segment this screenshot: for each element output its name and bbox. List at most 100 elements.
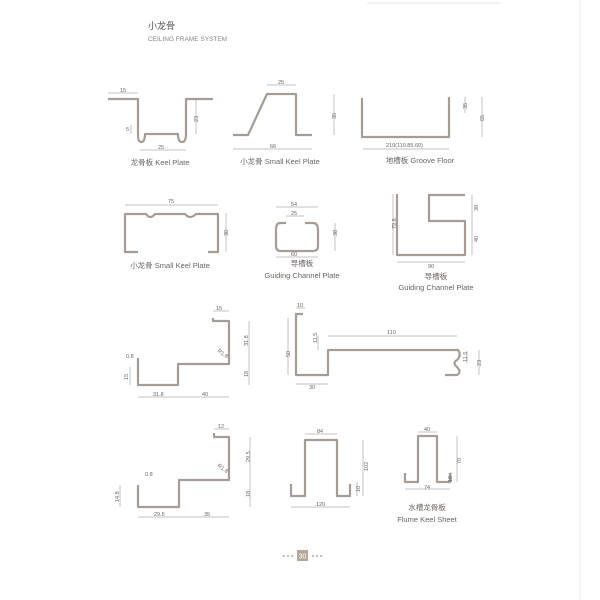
groove-floor-label: 地槽板 Groove Floor	[386, 155, 455, 165]
dimension-label: 35	[204, 512, 210, 518]
flume-keel-sheet-label-cn: 水槽龙骨板	[408, 502, 446, 512]
profile-outline	[123, 212, 220, 254]
dimension-label: 210(110.85.60)	[386, 143, 423, 149]
dimension-label: 40	[202, 392, 208, 398]
dimension-label: 25	[291, 211, 297, 217]
dimension-label: 18	[244, 371, 250, 377]
dimension-lines	[233, 84, 335, 150]
profile-outline	[233, 92, 312, 137]
small-keel-plate-a-label: 小龙骨 Small Keel Plate	[240, 156, 320, 166]
page-number-badge: 30	[283, 550, 322, 561]
dimension-label: 102	[364, 462, 370, 471]
dimension-label: 15	[124, 374, 130, 380]
dimension-label: 74	[424, 485, 430, 491]
guiding-channel-b-label-en: Guiding Channel Plate	[398, 283, 473, 292]
dimension-label: 30	[309, 385, 315, 391]
dimension-label: 29.5	[154, 512, 165, 518]
groove-floor-drawing: 35 65 210(110.85.60)	[360, 97, 486, 150]
profile-outline	[289, 438, 352, 498]
dot	[320, 555, 322, 557]
dimension-label: 40	[474, 236, 480, 242]
dots-right-icon	[312, 555, 322, 557]
dimension-label: 0.8	[126, 354, 134, 360]
dimension-label: 75	[168, 199, 174, 205]
small-keel-plate-b-label: 小龙骨 Small Keel Plate	[130, 260, 210, 270]
small-keel-plate-a-drawing: 25 35 66	[233, 80, 338, 150]
dimension-label: 40	[424, 427, 430, 433]
dimension-label: 90	[428, 264, 434, 270]
profile-outline	[136, 433, 231, 509]
guiding-channel-b-drawing: 79.6 38 40 90	[392, 193, 480, 270]
dimension-label: 10	[356, 486, 362, 492]
dimension-lines	[363, 97, 483, 150]
guiding-channel-a-label-cn: 导槽板	[291, 258, 314, 268]
dimension-label: 10	[297, 303, 303, 309]
guiding-channel-a-label-en: Guiding Channel Plate	[264, 271, 339, 280]
dimension-label: 84	[317, 429, 323, 435]
dot	[312, 555, 314, 557]
profile-outline	[274, 221, 320, 253]
dimension-label: 120	[316, 502, 325, 508]
dimension-label: 18	[246, 491, 252, 497]
guiding-channel-a-drawing: 54 25 38 60	[274, 202, 339, 258]
dimension-label: 70	[457, 458, 463, 464]
dimension-label: 25	[278, 80, 284, 86]
keel-plate-label: 龙骨板 Keel Plate	[131, 157, 190, 167]
page-title-en: CEILING FRAME SYSTEM	[148, 36, 227, 43]
profile-outline	[360, 97, 451, 139]
dimension-lines	[291, 433, 364, 508]
page-number: 30	[299, 554, 307, 561]
dimension-label: 35	[463, 103, 469, 109]
dimension-label: 25	[158, 145, 164, 151]
dimension-label: 38	[474, 205, 480, 211]
dimension-label: 31.8	[244, 335, 250, 346]
dimension-label: 38	[333, 230, 339, 236]
dimension-label: 54	[291, 202, 297, 208]
flume-keel-sheet-label-en: Flume Keel Sheet	[397, 515, 458, 524]
dot	[287, 555, 289, 557]
profile-outline	[294, 312, 461, 377]
dimension-label: R1.8	[216, 348, 229, 360]
dimension-label: 79.6	[392, 218, 398, 229]
dots-left-icon	[283, 555, 293, 557]
z-profile-a-drawing: 15 31.8 R1.8 18 0.8 15 31.8 40	[124, 306, 250, 398]
z-profile-b-drawing: 12 29.5 R1.8 18 0.8 14.8 29.5 35	[115, 424, 252, 518]
dimension-label: 30	[224, 230, 230, 236]
dimension-label: 50	[286, 351, 292, 357]
dot	[316, 555, 318, 557]
dimension-label: 29.5	[246, 451, 252, 462]
profile-outline	[403, 434, 452, 484]
profile-outline	[395, 193, 467, 257]
dimension-lines	[125, 204, 227, 252]
dimension-label: 10	[448, 476, 454, 482]
dimension-lines	[392, 194, 473, 263]
dot	[283, 555, 285, 557]
dimension-label: 15	[216, 306, 222, 312]
page-number-box	[297, 550, 308, 561]
edge-profile-drawing: 10 50 11.5 110 11.5 23 30	[286, 303, 483, 391]
dimension-label: 11.5	[463, 352, 469, 362]
dimension-label: 65	[480, 115, 486, 121]
dimension-label: 15	[120, 88, 126, 94]
dimension-label: 31.8	[153, 392, 164, 398]
dimension-label: 23	[194, 116, 200, 122]
small-keel-plate-b-drawing: 75 30	[123, 199, 230, 254]
flume-keel-sheet-drawing: 40 70 10 74	[403, 427, 463, 491]
keel-plate-drawing: 15 23 5 25	[108, 88, 213, 151]
dimension-label: 12	[218, 424, 224, 430]
dimension-lines	[287, 307, 480, 385]
dimension-lines	[276, 206, 336, 258]
hat-profile-drawing: 84 102 10 120	[289, 429, 370, 508]
dimension-lines	[119, 428, 251, 518]
dimension-lines	[405, 431, 458, 490]
dimension-label: 23	[477, 360, 483, 366]
dimension-label: R1.8	[216, 463, 229, 475]
profile-outline	[136, 318, 231, 387]
page-title-cn: 小龙骨	[148, 20, 175, 32]
dimension-label: 14.8	[115, 491, 121, 502]
dimension-lines	[129, 310, 250, 398]
dimension-label: 60	[291, 252, 297, 258]
dimension-lines	[108, 92, 197, 151]
dimension-label: 11.5	[313, 333, 319, 343]
